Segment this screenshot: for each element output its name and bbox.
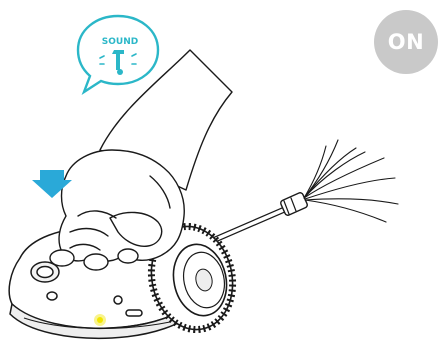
sound-bubble: SOUND (78, 16, 158, 92)
power-on-badge[interactable]: ON (374, 10, 438, 74)
sound-label: SOUND (102, 37, 138, 47)
whisker-strands (304, 140, 398, 222)
antenna-wand (214, 140, 398, 240)
indicator-light (94, 314, 106, 326)
